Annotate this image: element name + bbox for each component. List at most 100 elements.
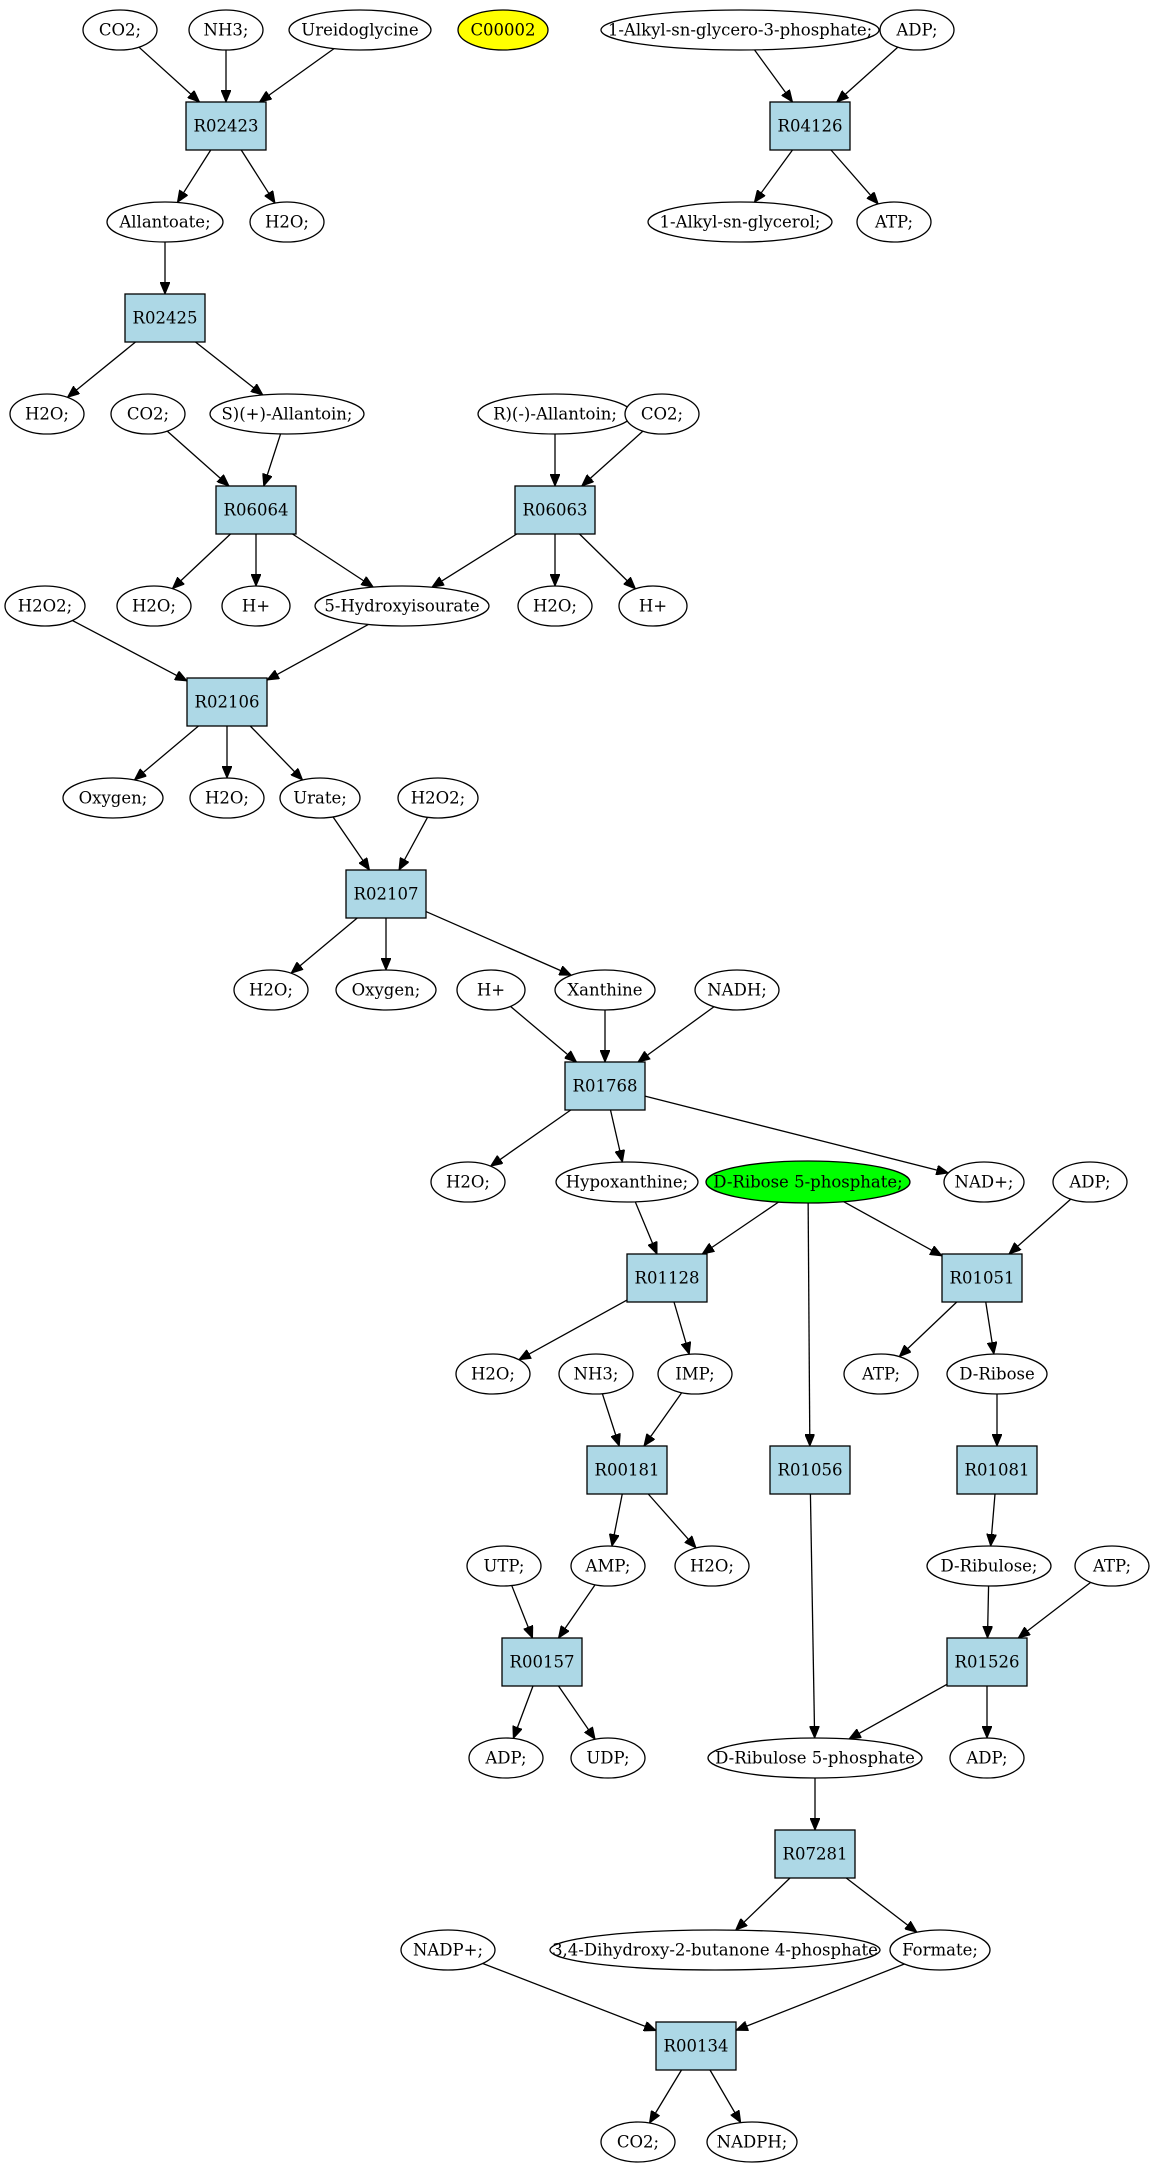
reaction-node-r_R01056[interactable]: R01056 — [769, 1445, 851, 1495]
reaction-node-r_R06063[interactable]: R06063 — [514, 485, 596, 535]
compound-node-c_adp_a[interactable]: ADP; — [879, 9, 955, 51]
compound-node-c_imp[interactable]: IMP; — [657, 1353, 733, 1395]
compound-node-c_nadpplus[interactable]: NADP+; — [400, 1929, 496, 1971]
reaction-box — [185, 101, 267, 151]
compound-node-c_c00002[interactable]: C00002 — [457, 9, 549, 51]
compound-node-c_nadplus_a[interactable]: NAD+; — [943, 1161, 1025, 1203]
node-label: Ureidoglycine — [301, 21, 418, 40]
reaction-node-r_R02106[interactable]: R02106 — [186, 677, 268, 727]
compound-node-c_nh3_b[interactable]: NH3; — [558, 1353, 634, 1395]
edge-r_R00134-to-c_co2_d — [649, 2069, 683, 2123]
reaction-node-r_R02425[interactable]: R02425 — [124, 293, 206, 343]
compound-node-c_hypoxanthine[interactable]: Hypoxanthine; — [555, 1161, 699, 1203]
compound-node-c_atp_c[interactable]: ATP; — [1074, 1545, 1150, 1587]
reaction-box — [769, 1445, 851, 1495]
compound-node-c_ribose5p[interactable]: D-Ribose 5-phosphate; — [705, 1160, 911, 1204]
compound-node-c_xanthine[interactable]: Xanthine — [554, 969, 656, 1011]
compound-node-c_oxygen_b[interactable]: Oxygen; — [335, 969, 437, 1011]
compound-node-c_ureidoglycine[interactable]: Ureidoglycine — [288, 9, 432, 51]
reaction-node-r_R01526[interactable]: R01526 — [946, 1637, 1028, 1687]
compound-node-c_h2o2_b[interactable]: H2O2; — [397, 777, 479, 819]
reaction-box — [655, 2021, 737, 2071]
compound-node-c_r_allantoin[interactable]: R)(-)-Allantoin; — [477, 393, 633, 435]
node-label: R)(-)-Allantoin; — [493, 405, 617, 424]
compound-ellipse — [946, 1353, 1048, 1395]
compound-node-c_co2_a[interactable]: CO2; — [82, 9, 158, 51]
node-label: R02107 — [354, 885, 419, 904]
compound-node-c_co2_b[interactable]: CO2; — [110, 393, 186, 435]
compound-node-c_atp_a[interactable]: ATP; — [856, 201, 932, 243]
compound-node-c_dribose[interactable]: D-Ribose — [946, 1353, 1048, 1395]
compound-node-c_h2o_e[interactable]: H2O; — [189, 777, 265, 819]
node-label: UDP; — [586, 1749, 629, 1768]
node-label: R01128 — [635, 1269, 700, 1288]
compound-ellipse — [879, 9, 955, 51]
edge-c_formate-to-r_R00134 — [736, 1963, 905, 2030]
compound-node-c_formate[interactable]: Formate; — [889, 1929, 991, 1971]
compound-node-c_hplus_b[interactable]: H+ — [618, 585, 688, 627]
compound-node-c_h2o_f[interactable]: H2O; — [233, 969, 309, 1011]
reaction-node-r_R00181[interactable]: R00181 — [586, 1445, 668, 1495]
edge-r_R01081-to-c_dribulose — [991, 1493, 995, 1546]
edge-c_amp-to-r_R00157 — [559, 1584, 596, 1638]
node-label: R02425 — [133, 309, 198, 328]
reaction-node-r_R02107[interactable]: R02107 — [345, 869, 427, 919]
compound-node-c_utp[interactable]: UTP; — [466, 1545, 542, 1587]
reaction-node-r_R07281[interactable]: R07281 — [774, 1829, 856, 1879]
compound-node-c_nh3_a[interactable]: NH3; — [188, 9, 264, 51]
reaction-node-r_R00134[interactable]: R00134 — [655, 2021, 737, 2071]
reaction-node-r_R04126[interactable]: R04126 — [769, 101, 851, 151]
compound-node-c_h2o_i[interactable]: H2O; — [674, 1545, 750, 1587]
reaction-node-r_R06064[interactable]: R06064 — [215, 485, 297, 535]
compound-node-c_5hiu[interactable]: 5-Hydroxyisourate — [314, 585, 490, 627]
compound-ellipse — [889, 1929, 991, 1971]
compound-node-c_dribulose[interactable]: D-Ribulose; — [926, 1545, 1052, 1587]
compound-node-c_adp_b[interactable]: ADP; — [1052, 1161, 1128, 1203]
node-label: D-Ribose — [959, 1365, 1035, 1384]
compound-node-c_h2o2_a[interactable]: H2O2; — [4, 585, 86, 627]
compound-node-c_nadph[interactable]: NADPH; — [706, 2121, 798, 2163]
reaction-box — [626, 1253, 708, 1303]
edge-c_adp_a-to-r_R04126 — [837, 46, 899, 102]
edges-layer — [67, 46, 1092, 2123]
compound-node-c_adp_d[interactable]: ADP; — [949, 1737, 1025, 1779]
compound-node-c_hplus_c[interactable]: H+ — [456, 969, 526, 1011]
compound-node-c_oxygen_a[interactable]: Oxygen; — [62, 777, 164, 819]
compound-node-c_co2_d[interactable]: CO2; — [600, 2121, 676, 2163]
compound-node-c_co2_c[interactable]: CO2; — [624, 393, 700, 435]
compound-ellipse — [468, 1737, 544, 1779]
reaction-node-r_R01081[interactable]: R01081 — [956, 1445, 1038, 1495]
compound-node-c_h2o_h[interactable]: H2O; — [455, 1353, 531, 1395]
edge-r_R01051-to-c_dribose — [985, 1301, 994, 1354]
compound-node-c_h2o_g[interactable]: H2O; — [430, 1161, 506, 1203]
compound-node-c_hplus_a[interactable]: H+ — [221, 585, 291, 627]
node-label: AMP; — [585, 1557, 631, 1576]
compound-node-c_h2o_b[interactable]: H2O; — [9, 393, 85, 435]
node-label: R00134 — [664, 2037, 729, 2056]
compound-node-c_alkyl_glycerol[interactable]: 1-Alkyl-sn-glycerol; — [647, 201, 833, 243]
reaction-node-r_R01128[interactable]: R01128 — [626, 1253, 708, 1303]
compound-ellipse — [674, 1545, 750, 1587]
compound-node-c_h2o_d[interactable]: H2O; — [517, 585, 593, 627]
node-label: R06064 — [224, 501, 289, 520]
reaction-node-r_R01051[interactable]: R01051 — [941, 1253, 1023, 1303]
compound-node-c_atp_b[interactable]: ATP; — [843, 1353, 919, 1395]
compound-node-c_nadh[interactable]: NADH; — [694, 969, 780, 1011]
reaction-node-r_R00157[interactable]: R00157 — [501, 1637, 583, 1687]
compound-node-c_urate[interactable]: Urate; — [279, 777, 361, 819]
compound-node-c_adp_c[interactable]: ADP; — [468, 1737, 544, 1779]
compound-node-c_h2o_c[interactable]: H2O; — [116, 585, 192, 627]
compound-node-c_udp[interactable]: UDP; — [570, 1737, 646, 1779]
compound-node-c_h2o_a[interactable]: H2O; — [249, 201, 325, 243]
reaction-node-r_R02423[interactable]: R02423 — [185, 101, 267, 151]
compound-node-c_s_allantoin[interactable]: S)(+)-Allantoin; — [209, 393, 365, 435]
compound-ellipse — [647, 201, 833, 243]
reaction-node-r_R01768[interactable]: R01768 — [564, 1061, 646, 1111]
edge-r_R00181-to-c_h2o_i — [647, 1493, 696, 1548]
compound-node-c_alkyl_glycero_p[interactable]: 1-Alkyl-sn-glycero-3-phosphate; — [600, 9, 880, 51]
compound-node-c_amp[interactable]: AMP; — [570, 1545, 646, 1587]
node-label: H2O; — [132, 597, 176, 616]
compound-node-c_allantoate[interactable]: Allantoate; — [106, 201, 224, 243]
compound-node-c_ribulose5p[interactable]: D-Ribulose 5-phosphate — [707, 1737, 923, 1779]
compound-node-c_dhbp[interactable]: 3,4-Dihydroxy-2-butanone 4-phosphate — [549, 1929, 881, 1971]
